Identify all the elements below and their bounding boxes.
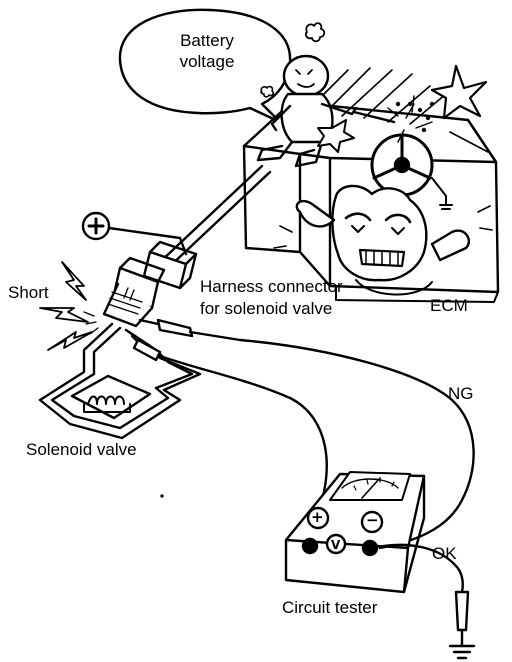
circuit-tester-label: Circuit tester [282, 598, 378, 617]
short-label: Short [8, 283, 49, 302]
tester-probes [130, 318, 475, 550]
ok-label: OK [432, 544, 457, 563]
harness-wire [158, 164, 272, 270]
tester-volts-symbol: V [331, 538, 341, 552]
tester-plus-symbol: + [311, 508, 324, 526]
ecm-label: ECM [430, 296, 468, 315]
ecm-face [273, 184, 493, 296]
solenoid-valve-label: Solenoid valve [26, 440, 137, 459]
harness-connector [102, 240, 198, 328]
ground-lead [370, 543, 476, 660]
spark-stars [387, 64, 488, 143]
ng-label: NG [448, 384, 474, 403]
short-sparks [39, 261, 99, 351]
person-figure [256, 54, 396, 168]
tester-minus-symbol: − [366, 511, 379, 529]
stray-dot [160, 494, 164, 498]
battery-plus-terminal [81, 211, 188, 256]
ecm-knob [370, 133, 453, 210]
solenoid-coil [83, 395, 131, 413]
circuit-tester [284, 471, 426, 594]
